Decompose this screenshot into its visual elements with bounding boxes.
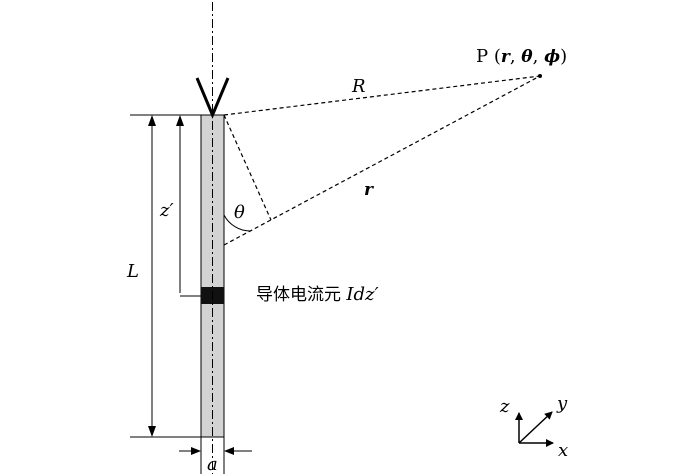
R-label: R <box>351 76 366 97</box>
zprime-label: z′ <box>159 200 174 221</box>
point-P-marker <box>538 74 542 78</box>
L-arrow-bottom <box>148 426 156 437</box>
a-arrow-right <box>224 447 234 455</box>
feed-arrow <box>195 77 230 119</box>
L-label: L <box>126 261 139 282</box>
x-axis-label: x <box>558 440 568 461</box>
perpendicular-line <box>223 114 272 221</box>
L-arrow-top <box>148 115 156 126</box>
r-label: r <box>364 180 374 200</box>
theta-arc <box>223 214 251 232</box>
current-element-label: 导体电流元 Idz′ <box>256 284 379 305</box>
y-axis-label: y <box>556 393 568 414</box>
a-label: a <box>207 454 218 474</box>
R-line <box>223 75 541 116</box>
r-line <box>223 75 541 246</box>
y-axis <box>518 411 553 444</box>
point-P-label: P (r, θ, ϕ) <box>476 46 567 67</box>
theta-label: θ <box>234 202 245 223</box>
coordinate-axes: z y x <box>499 393 568 461</box>
zprime-arrow-top <box>176 115 184 126</box>
z-axis-label: z <box>499 396 510 417</box>
a-arrow-left <box>191 447 201 455</box>
